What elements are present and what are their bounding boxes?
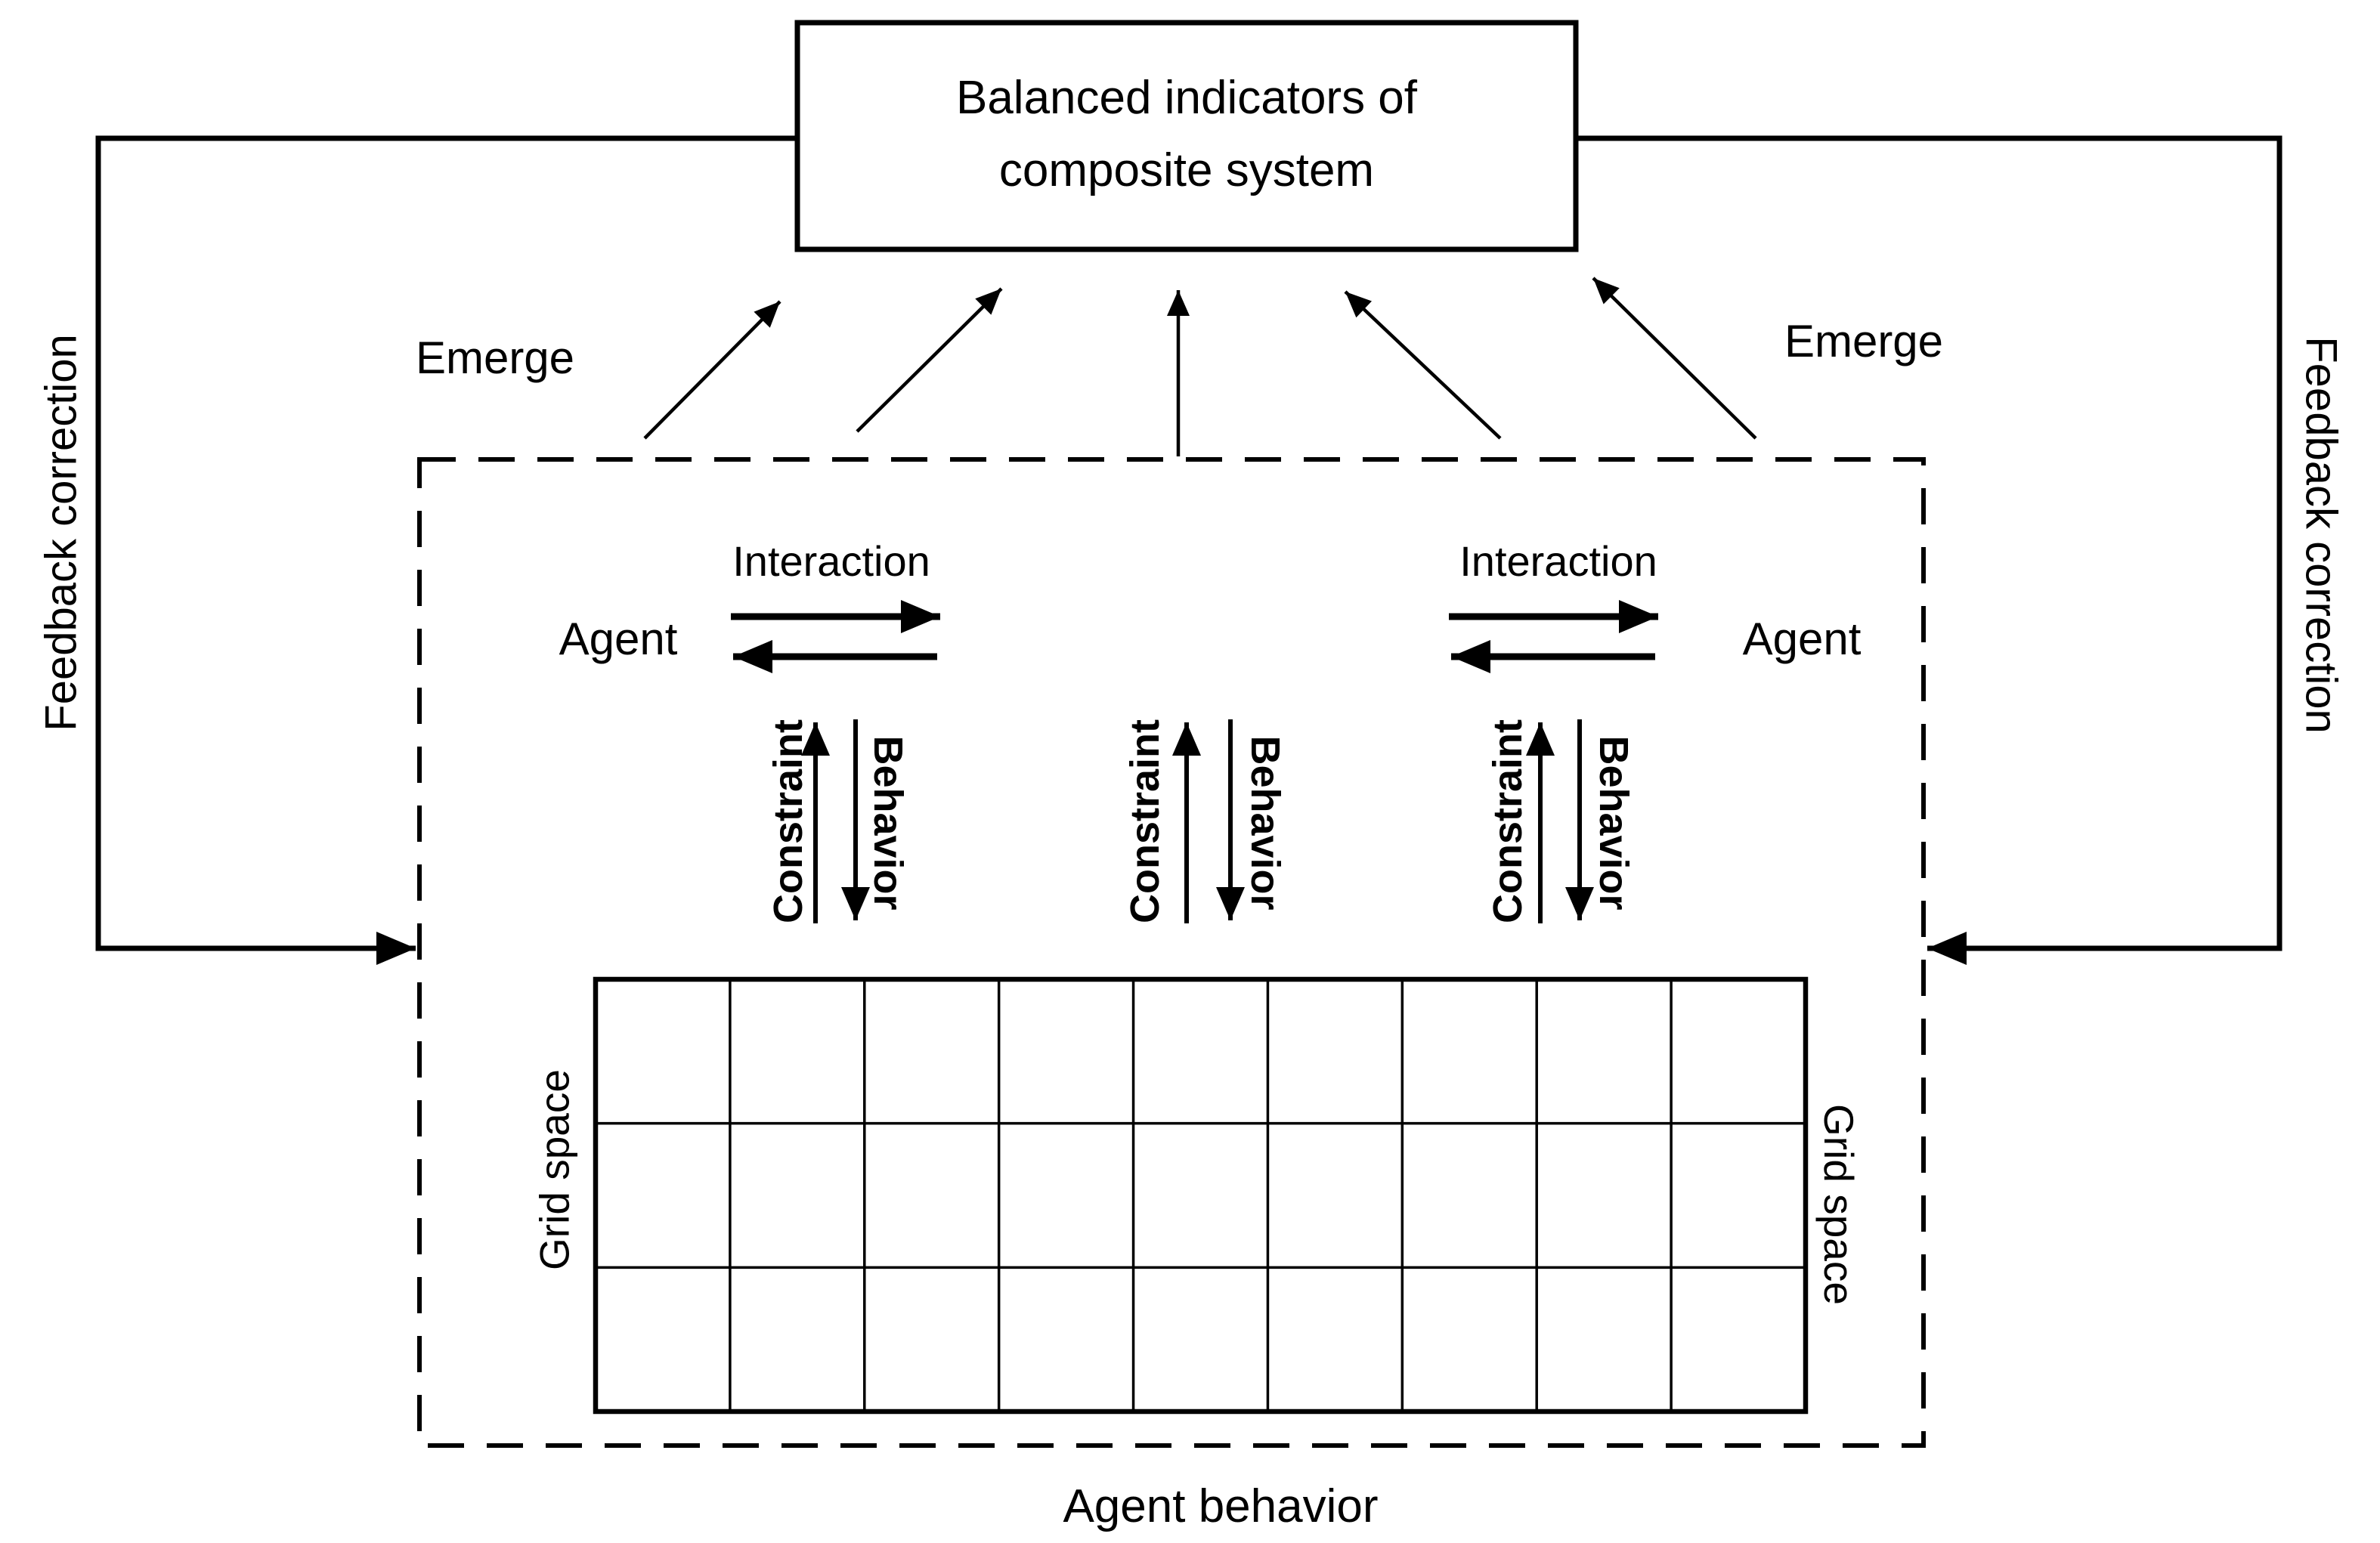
- emerge-arrow-1: [643, 300, 781, 440]
- composite-system-box: [794, 20, 1579, 252]
- agent-behavior-caption: Agent behavior: [1063, 1480, 1378, 1532]
- grid-space-border: [593, 976, 1809, 1415]
- feedback-correction-label-right: Feedback correction: [2297, 336, 2346, 733]
- composite-system-box-title-line1: Balanced indicators of: [956, 72, 1418, 124]
- composite-system-box-title-line2: composite system: [999, 144, 1374, 196]
- emerge-arrow-5: [1592, 277, 1757, 440]
- constraint-label-2: Constraint: [1122, 719, 1168, 923]
- grid-space-label-left: Grid space: [531, 1069, 577, 1270]
- constraint-label-1: Constraint: [766, 719, 811, 923]
- emerge-label-left: Emerge: [416, 332, 574, 383]
- emerge-label-right: Emerge: [1784, 316, 1943, 366]
- constraint-label-3: Constraint: [1485, 719, 1530, 923]
- interaction-label-left: Interaction: [732, 537, 930, 585]
- behavior-label-2: Behavior: [1243, 735, 1288, 910]
- agent-behavior-dashed-box: [417, 457, 1926, 1448]
- interaction-label-right: Interaction: [1459, 537, 1657, 585]
- agent-label-right: Agent: [1743, 614, 1862, 664]
- behavior-label-3: Behavior: [1591, 735, 1636, 910]
- grid-inner-lines: [596, 979, 1806, 1412]
- feedback-loop-right-arrow: [1574, 135, 2283, 965]
- emerge-arrow-2: [856, 287, 1003, 433]
- grid-space-label-right: Grid space: [1815, 1104, 1862, 1305]
- feedback-loop-left-arrow: [95, 135, 800, 965]
- agent-label-left: Agent: [559, 614, 678, 664]
- emerge-arrow-4: [1344, 290, 1502, 440]
- feedback-correction-label-left: Feedback correction: [36, 334, 85, 731]
- behavior-label-1: Behavior: [865, 735, 911, 910]
